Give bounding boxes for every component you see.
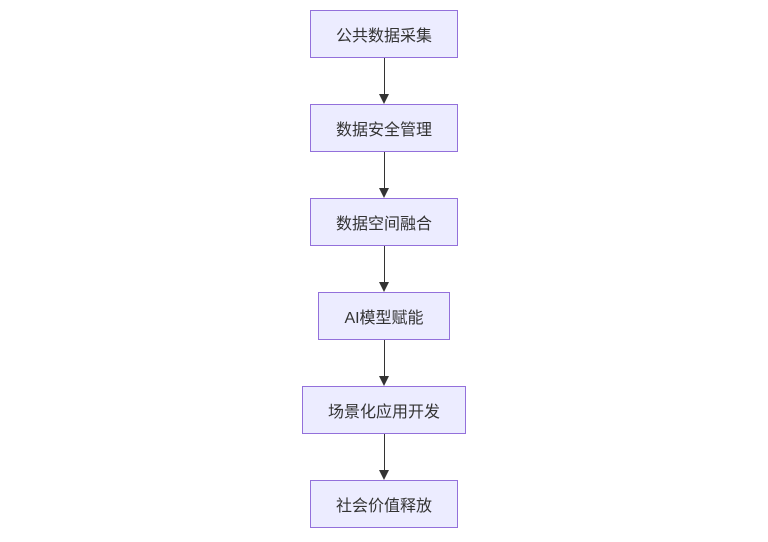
flow-arrow-1 [379,58,389,104]
node-label: 数据安全管理 [335,122,432,139]
arrow-down-icon [379,94,389,104]
arrow-line [383,434,385,470]
arrow-down-icon [379,470,389,480]
arrow-down-icon [379,282,389,292]
node-label: 社会价值释放 [335,498,432,515]
node-public-data-collection: 公共数据采集 [309,10,458,58]
arrow-down-icon [379,188,389,198]
node-label: 公共数据采集 [335,28,432,45]
arrow-line [383,58,385,94]
arrow-line [383,246,385,282]
arrow-line [383,152,385,188]
arrow-line [383,340,385,376]
flow-arrow-2 [379,152,389,198]
arrow-down-icon [379,376,389,386]
flowchart-column: 公共数据采集 数据安全管理 数据空间融合 AI模型赋能 场景化应 [0,10,768,528]
node-ai-model-empowerment: AI模型赋能 [318,292,450,340]
node-data-space-fusion: 数据空间融合 [309,198,458,246]
flow-arrow-4 [379,340,389,386]
node-scenario-app-development: 场景化应用开发 [301,386,466,434]
flow-arrow-3 [379,246,389,292]
node-label: AI模型赋能 [344,310,424,327]
node-label: 数据空间融合 [335,216,432,233]
node-data-security-management: 数据安全管理 [309,104,458,152]
node-label: 场景化应用开发 [327,404,440,421]
flow-arrow-5 [379,434,389,480]
node-social-value-release: 社会价值释放 [309,480,458,528]
